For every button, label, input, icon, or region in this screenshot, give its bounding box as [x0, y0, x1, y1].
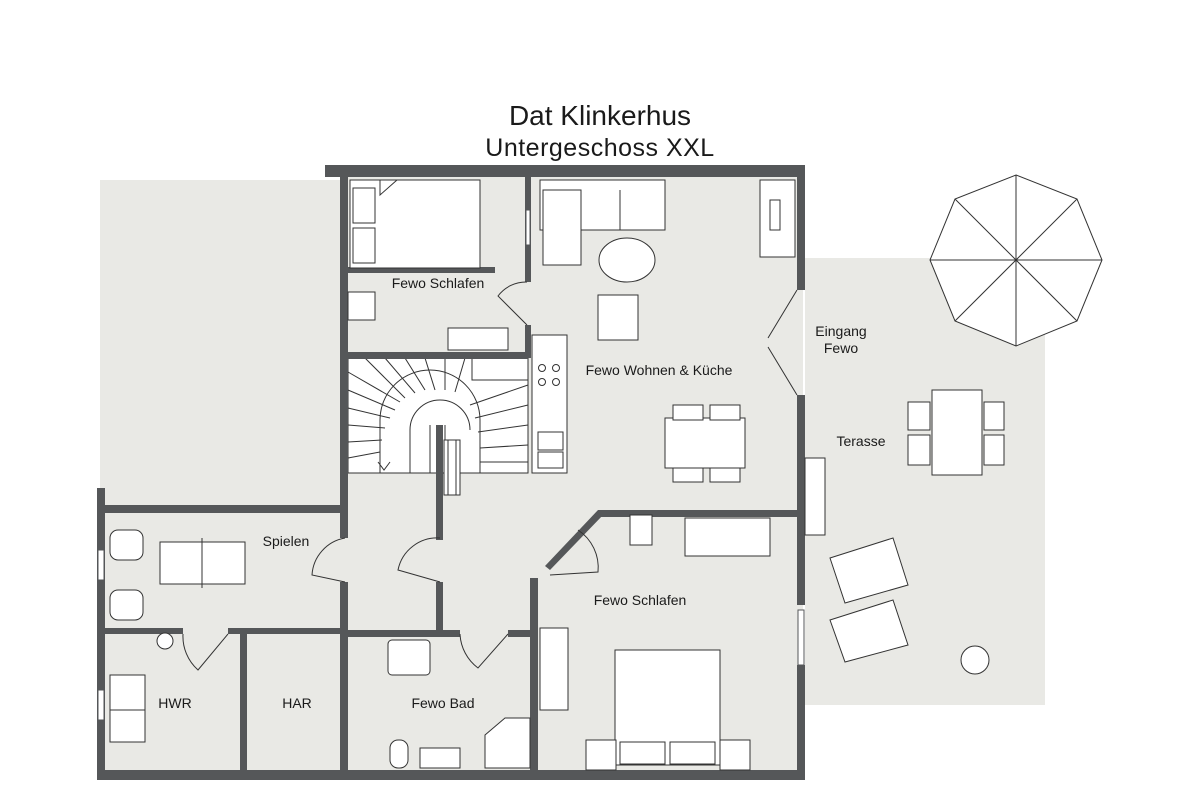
room-label-hwr: HWR	[158, 695, 191, 711]
plan-subtitle: Untergeschoss XXL	[485, 134, 715, 162]
room-label-eingang-2: Fewo	[824, 340, 858, 356]
room-label-har: HAR	[282, 695, 312, 711]
room-label-schlafen-bottom: Fewo Schlafen	[594, 592, 687, 608]
room-label-bad: Fewo Bad	[411, 695, 474, 711]
furniture	[109, 179, 1005, 771]
umbrella-icon	[929, 174, 1103, 347]
walls	[97, 165, 805, 780]
room-label-wohnen: Fewo Wohnen & Küche	[586, 362, 733, 378]
room-label-eingang-1: Eingang	[815, 323, 866, 339]
staircase	[347, 357, 529, 496]
doors	[182, 281, 798, 671]
plan-title: Dat Klinkerhus	[508, 100, 692, 131]
room-label-spielen: Spielen	[263, 533, 310, 549]
windows	[97, 209, 805, 721]
room-label-schlafen-top: Fewo Schlafen	[392, 275, 485, 291]
room-label-terasse: Terasse	[836, 433, 885, 449]
